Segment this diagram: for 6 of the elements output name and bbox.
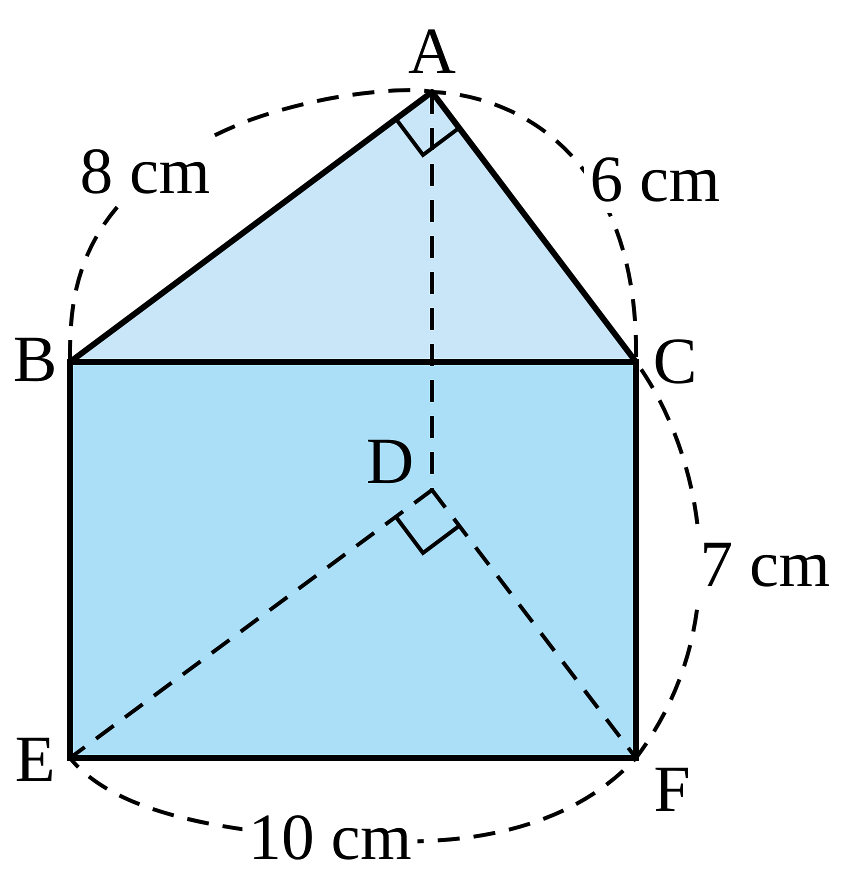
point-label: E: [14, 727, 56, 793]
point-label: C: [652, 329, 698, 395]
point-label: B: [12, 327, 58, 393]
point-label: D: [366, 429, 414, 495]
point-label: F: [654, 757, 690, 823]
point-label: A: [408, 19, 456, 85]
